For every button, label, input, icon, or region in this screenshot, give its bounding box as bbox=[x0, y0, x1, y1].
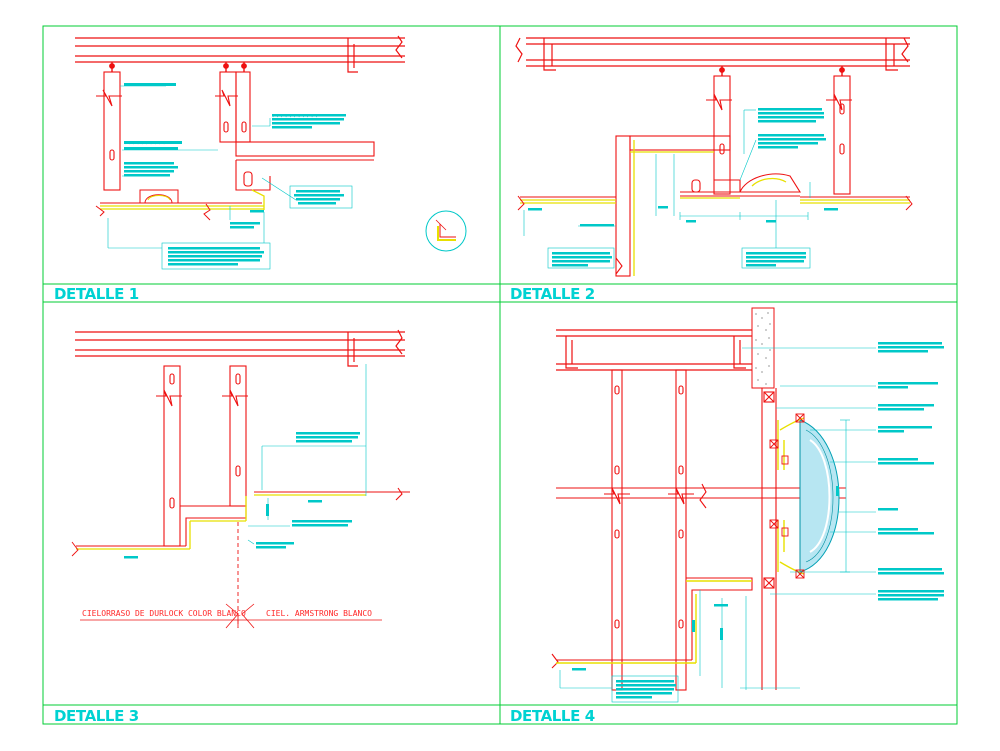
detail-3-caption-left: CIELORRASO DE DURLOCK COLOR BLANCO bbox=[82, 609, 246, 618]
detail-3-caption-right: CIEL. ARMSTRONG BLANCO bbox=[266, 609, 372, 618]
detail-4-drawing bbox=[551, 307, 944, 703]
panel-title-detalle-2: DETALLE 2 bbox=[510, 285, 595, 303]
panel-title-detalle-3: DETALLE 3 bbox=[54, 707, 139, 725]
svg-text:· · · · · · · · · · ·: · · · · · · · · · · · bbox=[272, 115, 317, 119]
panel-title-detalle-4: DETALLE 4 bbox=[510, 707, 595, 725]
sheet-frame bbox=[42, 25, 958, 725]
detail-4-light-lens bbox=[799, 419, 840, 573]
detail-2-drawing bbox=[515, 37, 913, 277]
detail-1-drawing: · · · · · · · · · · · · · · · · · · · · … bbox=[75, 35, 467, 270]
detail-marker-icon bbox=[425, 210, 467, 252]
detail-3-drawing: CIELORRASO DE DURLOCK COLOR BLANCO CIEL.… bbox=[71, 329, 410, 629]
panel-title-detalle-1: DETALLE 1 bbox=[54, 285, 139, 303]
